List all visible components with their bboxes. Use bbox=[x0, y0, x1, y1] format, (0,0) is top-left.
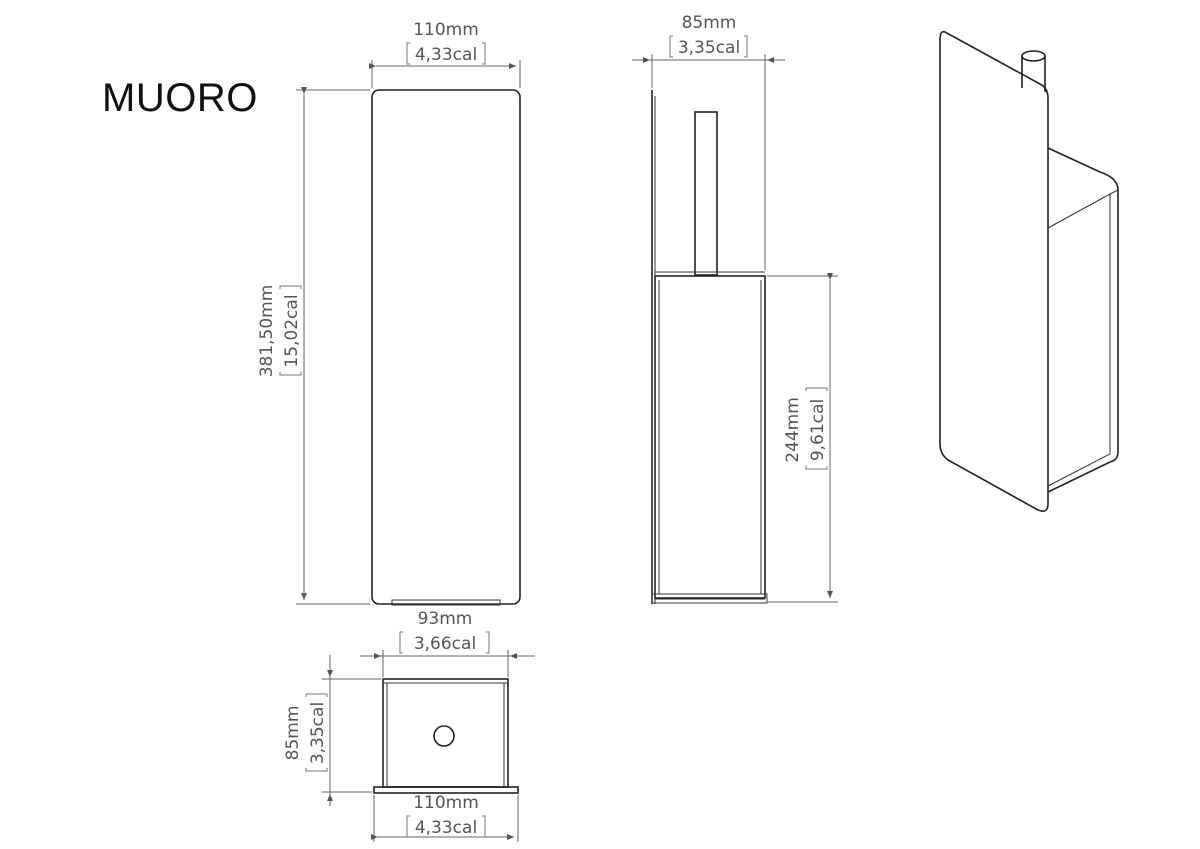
isometric-view bbox=[939, 30, 1119, 512]
top-depth-mm: 85mm bbox=[283, 706, 303, 761]
front-base bbox=[391, 599, 501, 606]
side-height-in: 9,61cal bbox=[808, 399, 828, 461]
top-inner-in: 3,66cal bbox=[414, 634, 476, 654]
top-depth-in: 3,35cal bbox=[308, 702, 328, 764]
top-depth-dimension: 85mm 3,35cal bbox=[283, 655, 381, 806]
top-width-dimension: 110mm 4,33cal bbox=[371, 793, 519, 842]
front-width-in: 4,33cal bbox=[415, 45, 477, 65]
front-panel bbox=[371, 89, 521, 605]
side-depth-mm: 85mm bbox=[682, 13, 737, 33]
brush-hole bbox=[433, 725, 455, 747]
front-width-mm: 110mm bbox=[413, 20, 479, 40]
front-height-mm: 381,50mm bbox=[257, 285, 277, 378]
side-view bbox=[651, 90, 768, 604]
front-width-dimension: 110mm 4,33cal bbox=[369, 20, 521, 88]
top-inner-mm: 93mm bbox=[418, 609, 473, 629]
product-title: MUORO bbox=[102, 76, 258, 120]
side-height-dimension: 244mm 9,61cal bbox=[767, 273, 838, 603]
side-depth-in: 3,35cal bbox=[678, 38, 740, 58]
top-view bbox=[373, 678, 519, 794]
front-height-dimension: 381,50mm 15,02cal bbox=[257, 87, 370, 605]
side-depth-dimension: 85mm 3,35cal bbox=[632, 13, 785, 270]
front-view bbox=[371, 89, 521, 606]
top-width-in: 4,33cal bbox=[415, 818, 477, 838]
side-height-mm: 244mm bbox=[783, 397, 803, 463]
front-height-in: 15,02cal bbox=[282, 294, 302, 367]
top-inner-dimension: 93mm 3,66cal bbox=[360, 609, 535, 677]
top-width-mm: 110mm bbox=[413, 793, 479, 813]
